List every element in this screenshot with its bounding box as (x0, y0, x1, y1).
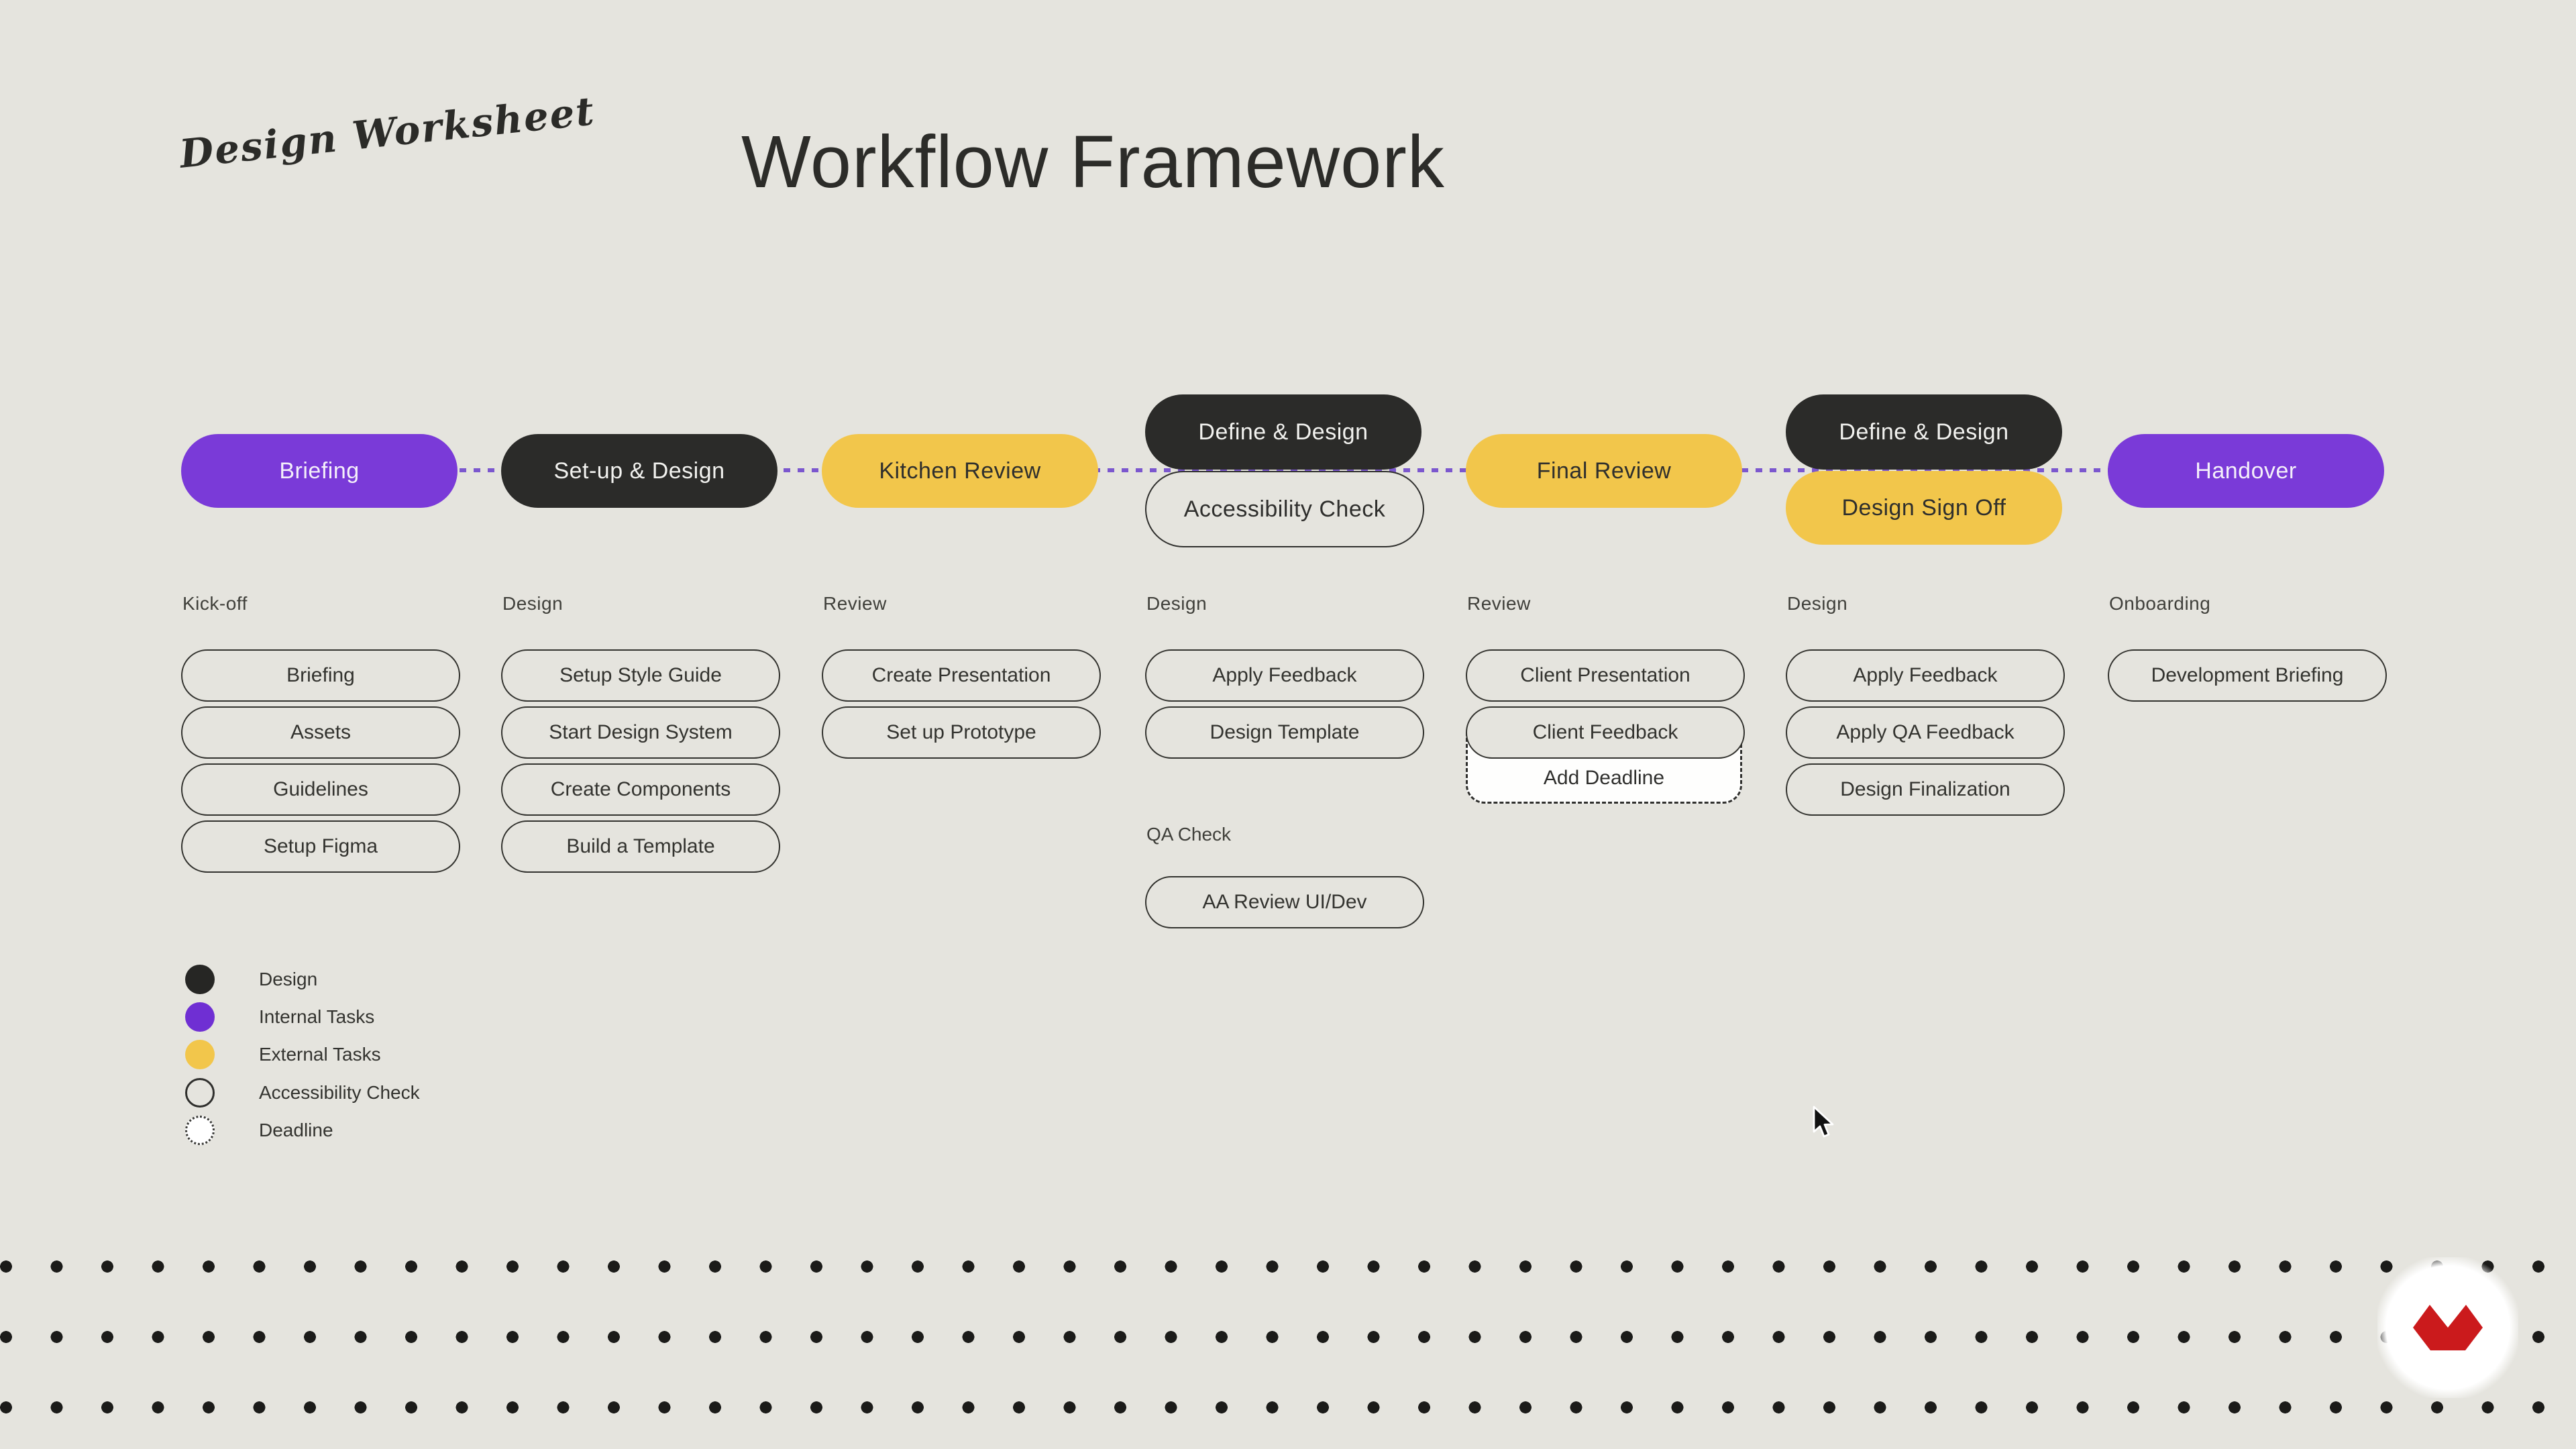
task-pill[interactable]: Guidelines (181, 763, 460, 816)
task-label: Briefing (286, 664, 355, 686)
task-label: AA Review UI/Dev (1202, 891, 1367, 913)
legend-swatch-external-icon (185, 1040, 215, 1069)
task-label: Setup Figma (263, 835, 378, 857)
task-pill[interactable]: Client Feedback (1466, 706, 1745, 759)
section-label-design-2: Design (1146, 593, 1208, 614)
task-pill[interactable]: Set up Prototype (822, 706, 1101, 759)
task-label: Guidelines (273, 778, 368, 800)
stage-pill-accessibility-check[interactable]: Accessibility Check (1145, 471, 1424, 547)
stage-label: Define & Design (1839, 419, 2009, 445)
task-pill[interactable]: Apply QA Feedback (1786, 706, 2065, 759)
stage-label: Set-up & Design (553, 458, 725, 484)
task-label: Create Presentation (871, 664, 1051, 686)
task-label: Apply QA Feedback (1836, 721, 2015, 743)
legend-label: Deadline (259, 1120, 333, 1140)
task-pill[interactable]: Apply Feedback (1145, 649, 1424, 702)
legend-swatch-internal-icon (185, 1002, 215, 1032)
stage-pill-design-sign-off[interactable]: Design Sign Off (1786, 471, 2062, 545)
task-pill[interactable]: Apply Feedback (1786, 649, 2065, 702)
task-pill[interactable]: Client Presentation (1466, 649, 1745, 702)
stage-pill-handover[interactable]: Handover (2108, 434, 2384, 508)
section-label-onboarding: Onboarding (2109, 593, 2211, 614)
stage-label: Design Sign Off (1841, 494, 2006, 521)
task-label: Start Design System (549, 721, 733, 743)
legend-item-deadline: Deadline (185, 1116, 333, 1145)
stage-pill-define-design-2[interactable]: Define & Design (1786, 394, 2062, 470)
stage-pill-kitchen-review[interactable]: Kitchen Review (822, 434, 1098, 508)
task-pill[interactable]: AA Review UI/Dev (1145, 876, 1424, 928)
legend-item-accessibility-check: Accessibility Check (185, 1078, 420, 1108)
legend-item-external-tasks: External Tasks (185, 1040, 381, 1069)
stage-label: Final Review (1536, 458, 1672, 484)
pipeline-connector-line (192, 468, 2381, 472)
dot-grid-pattern (0, 1260, 2576, 1449)
legend-label: Internal Tasks (259, 1006, 375, 1027)
stage-pill-briefing[interactable]: Briefing (181, 434, 458, 508)
stage-pill-setup-design[interactable]: Set-up & Design (501, 434, 777, 508)
stage-label: Kitchen Review (879, 458, 1041, 484)
legend-item-internal-tasks: Internal Tasks (185, 1002, 374, 1032)
task-pill[interactable]: Design Template (1145, 706, 1424, 759)
legend-label: Accessibility Check (259, 1082, 420, 1103)
stage-label: Accessibility Check (1183, 496, 1386, 522)
task-label: Client Presentation (1520, 664, 1690, 686)
legend-item-design: Design (185, 965, 317, 994)
legend-label: External Tasks (259, 1044, 381, 1065)
task-pill[interactable]: Briefing (181, 649, 460, 702)
stage-pill-final-review[interactable]: Final Review (1466, 434, 1742, 508)
mouse-cursor-icon (1813, 1106, 1834, 1138)
brand-badge[interactable] (2377, 1257, 2518, 1398)
task-label: Apply Feedback (1212, 664, 1357, 686)
section-label-review-1: Review (823, 593, 887, 614)
task-label: Create Components (550, 778, 731, 800)
task-label: Client Feedback (1532, 721, 1678, 743)
section-label-design-1: Design (502, 593, 564, 614)
brand-logo-script: Design Worksheet (177, 88, 598, 177)
task-pill[interactable]: Development Briefing (2108, 649, 2387, 702)
brand-chevron-icon (2413, 1305, 2483, 1350)
task-pill[interactable]: Create Components (501, 763, 780, 816)
page-title: Workflow Framework (741, 121, 1445, 203)
task-label: Assets (290, 721, 352, 743)
task-pill[interactable]: Create Presentation (822, 649, 1101, 702)
task-pill[interactable]: Setup Figma (181, 820, 460, 873)
stage-pill-define-design-1[interactable]: Define & Design (1145, 394, 1421, 470)
legend-swatch-deadline-icon (185, 1116, 215, 1145)
stage-label: Handover (2195, 458, 2297, 484)
task-label: Add Deadline (1543, 767, 1665, 789)
task-label: Apply Feedback (1853, 664, 1998, 686)
task-label: Design Template (1210, 721, 1360, 743)
legend-label: Design (259, 969, 318, 989)
legend-swatch-accessibility-icon (185, 1078, 215, 1108)
section-label-review-2: Review (1467, 593, 1531, 614)
task-label: Build a Template (566, 835, 715, 857)
task-label: Setup Style Guide (559, 664, 722, 686)
task-label: Development Briefing (2151, 664, 2344, 686)
legend-swatch-design-icon (185, 965, 215, 994)
stage-label: Briefing (279, 458, 360, 484)
section-label-kickoff: Kick-off (182, 593, 248, 614)
section-label-qa-check: QA Check (1146, 824, 1232, 845)
stage-label: Define & Design (1198, 419, 1368, 445)
task-pill[interactable]: Start Design System (501, 706, 780, 759)
section-label-design-3: Design (1787, 593, 1848, 614)
task-pill[interactable]: Assets (181, 706, 460, 759)
task-pill[interactable]: Build a Template (501, 820, 780, 873)
task-pill[interactable]: Setup Style Guide (501, 649, 780, 702)
task-pill[interactable]: Design Finalization (1786, 763, 2065, 816)
task-label: Set up Prototype (886, 721, 1036, 743)
task-label: Design Finalization (1840, 778, 2010, 800)
